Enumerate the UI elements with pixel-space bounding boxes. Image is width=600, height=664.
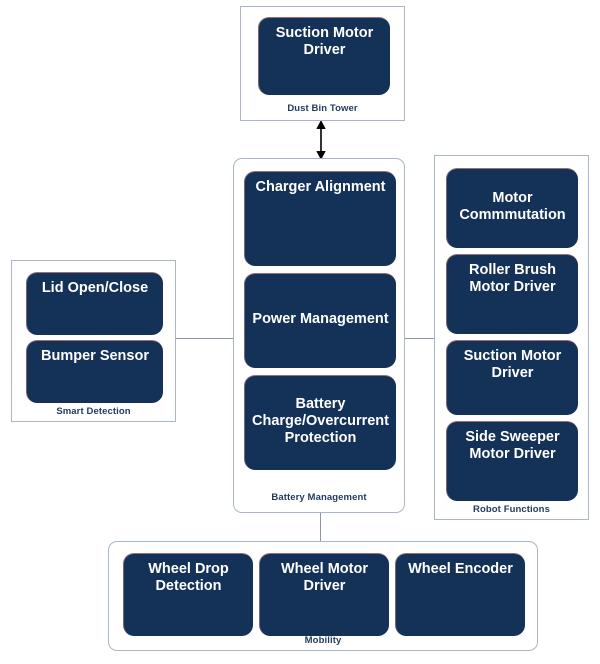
node-wheel-encoder[interactable]: Wheel Encoder [395,553,525,636]
group-label-smart-detection: Smart Detection [56,406,131,417]
node-label: Suction Motor Driver [463,348,562,381]
node-suction-motor-driver[interactable]: Suction Motor Driver [446,340,578,415]
node-label: Suction Motor Driver [275,25,374,58]
node-charger-alignment[interactable]: Charger Alignment [244,171,396,266]
connector-battery-to-mobility [320,513,321,541]
node-side-sweeper-motor-driver[interactable]: Side Sweeper Motor Driver [446,421,578,501]
node-motor-commutation[interactable]: Motor Commmutation [446,168,578,248]
group-label-dust-bin-tower: Dust Bin Tower [287,103,358,114]
group-dust-bin-tower: Suction Motor Driver Dust Bin Tower [240,6,405,121]
node-bumper-sensor[interactable]: Bumper Sensor [26,340,163,403]
connector-dustbin-to-battery-arrow [313,120,329,160]
node-label: Wheel Motor Driver [281,561,368,594]
node-label: Battery Charge/Overcurrent Protection [252,396,389,446]
group-smart-detection: Lid Open/Close Bumper Sensor Smart Detec… [11,260,176,422]
node-label: Wheel Drop Detection [148,561,229,594]
node-power-management[interactable]: Power Management [244,273,396,368]
node-battery-charge-overcurrent-protection[interactable]: Battery Charge/Overcurrent Protection [244,375,396,470]
connector-battery-to-robot-functions [404,338,435,339]
node-roller-brush-motor-driver[interactable]: Roller Brush Motor Driver [446,254,578,334]
node-label: Motor Commmutation [459,190,566,223]
node-wheel-motor-driver[interactable]: Wheel Motor Driver [259,553,389,636]
group-battery-management: Charger Alignment Power Management Batte… [233,158,405,513]
group-label-battery-management: Battery Management [271,492,367,503]
node-suction-motor-driver-tower[interactable]: Suction Motor Driver [258,17,390,95]
node-label: Bumper Sensor [41,348,149,364]
node-wheel-drop-detection[interactable]: Wheel Drop Detection [123,553,253,636]
group-label-mobility: Mobility [304,635,342,646]
node-label: Charger Alignment [255,179,386,195]
node-lid-open-close[interactable]: Lid Open/Close [26,272,163,335]
node-label: Side Sweeper Motor Driver [465,429,560,462]
node-label: Lid Open/Close [41,280,149,296]
node-label: Wheel Encoder [408,561,513,577]
group-label-robot-functions: Robot Functions [473,504,550,515]
group-robot-functions: Motor Commmutation Roller Brush Motor Dr… [434,155,589,520]
connector-smart-detection-to-battery [176,338,234,339]
node-label: Power Management [252,311,389,328]
node-label: Roller Brush Motor Driver [468,262,556,295]
group-mobility: Wheel Drop Detection Wheel Motor Driver … [108,541,538,651]
